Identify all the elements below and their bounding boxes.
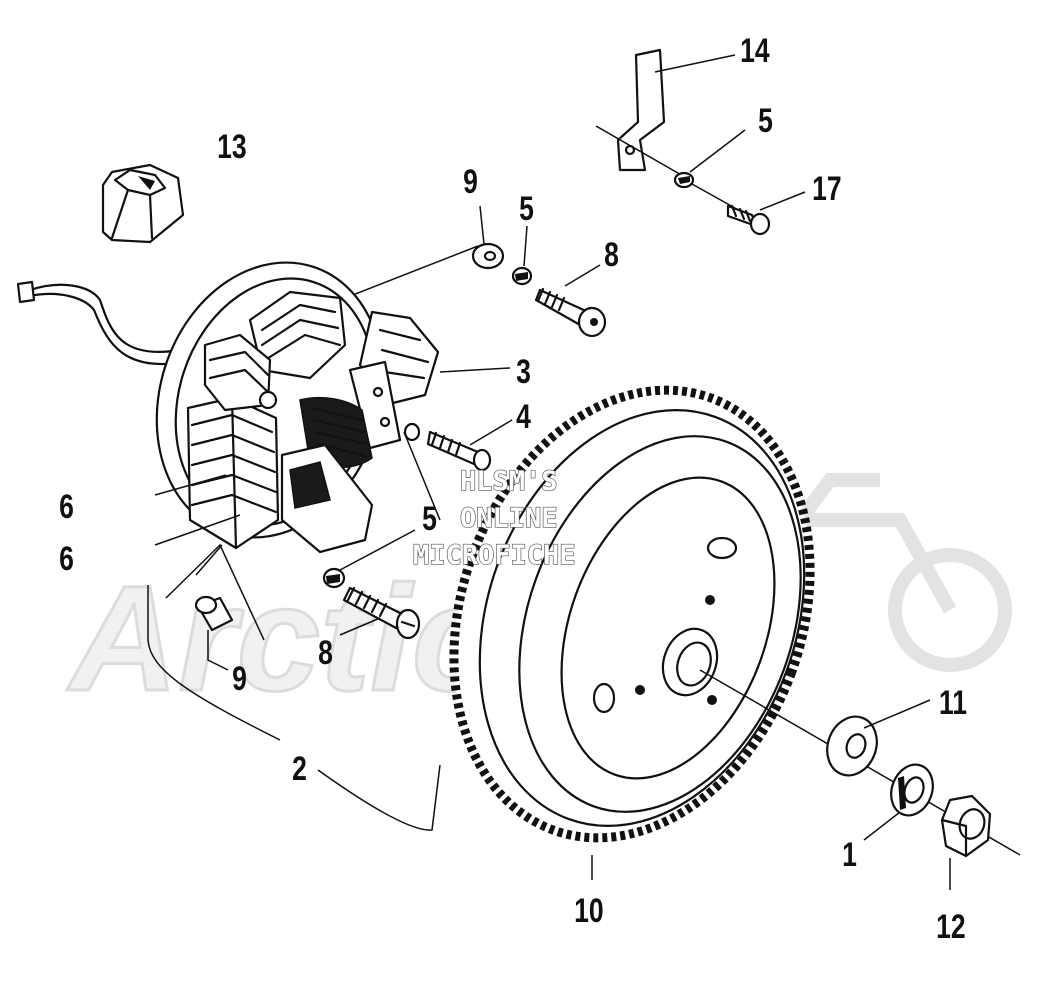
watermark-line-2: ONLINE: [460, 503, 558, 534]
callout-5-top: 5: [758, 102, 773, 140]
leader-11-axis: [339, 245, 479, 301]
part-17-screw: [726, 204, 771, 236]
leader-5-low-axis: [403, 431, 441, 521]
callout-10: 8: [604, 236, 619, 274]
part-14-nut: [940, 794, 992, 858]
part-5-lockwasher-top: [673, 171, 695, 189]
part-9-sleeve: [194, 595, 234, 632]
leader-13: [863, 699, 931, 729]
leader-6b: [195, 544, 223, 576]
part-1-lockwasher: [890, 763, 934, 817]
stator-assembly: [16, 261, 440, 554]
part-11-washer: [471, 242, 505, 270]
callout-9: 9: [232, 660, 247, 698]
leader-16-axis: [595, 125, 691, 181]
callout-6: 6: [59, 540, 74, 578]
callout-16: 14: [740, 32, 770, 70]
leader-1: [863, 811, 901, 841]
watermark-line-1: HLSM'S: [460, 466, 558, 497]
leader-3: [439, 367, 511, 373]
watermark-line-3: MICROFICHE: [413, 540, 576, 571]
leader-9: [207, 630, 229, 671]
callout-1: 1: [842, 836, 857, 874]
leader-5-mid: [523, 225, 528, 267]
callout-8: 8: [318, 634, 333, 672]
leader-17-axis: [691, 183, 736, 209]
part-13-washer: [826, 715, 878, 777]
callout-11: 9: [463, 163, 478, 201]
leader-8: [339, 617, 381, 636]
leader-7: [154, 474, 227, 496]
part-4-screw: [403, 422, 492, 472]
leader-2: [147, 585, 441, 831]
leader-17: [759, 191, 806, 211]
leader-5-top: [689, 129, 746, 173]
leader-11: [479, 205, 485, 245]
leader-6: [154, 514, 241, 546]
leader-9-axis: [165, 543, 265, 641]
callout-5-mid: 5: [519, 190, 534, 228]
leader-16: [654, 54, 736, 73]
part-12-flywheel: [449, 385, 1021, 856]
part-5-lockwasher-low: [322, 567, 346, 589]
part-5-lockwasher-mid: [511, 266, 533, 286]
callout-12: 10: [574, 892, 604, 930]
callout-3: 3: [516, 353, 531, 391]
callout-5-low: 5: [422, 500, 437, 538]
leader-10: [564, 264, 601, 287]
part-10-bolt: [534, 287, 607, 338]
callout-4: 4: [516, 398, 531, 436]
part-8-screw: [342, 586, 421, 640]
leader-4: [469, 419, 513, 446]
callout-15: 13: [217, 128, 247, 166]
callout-17: 17: [812, 170, 842, 208]
callout-13: 11: [939, 684, 967, 722]
callout-14: 12: [936, 908, 966, 946]
callout-2: 2: [292, 750, 307, 788]
leader-5-low: [339, 529, 416, 571]
callout-7: 6: [59, 488, 74, 526]
part-15-clip: [101, 163, 185, 244]
